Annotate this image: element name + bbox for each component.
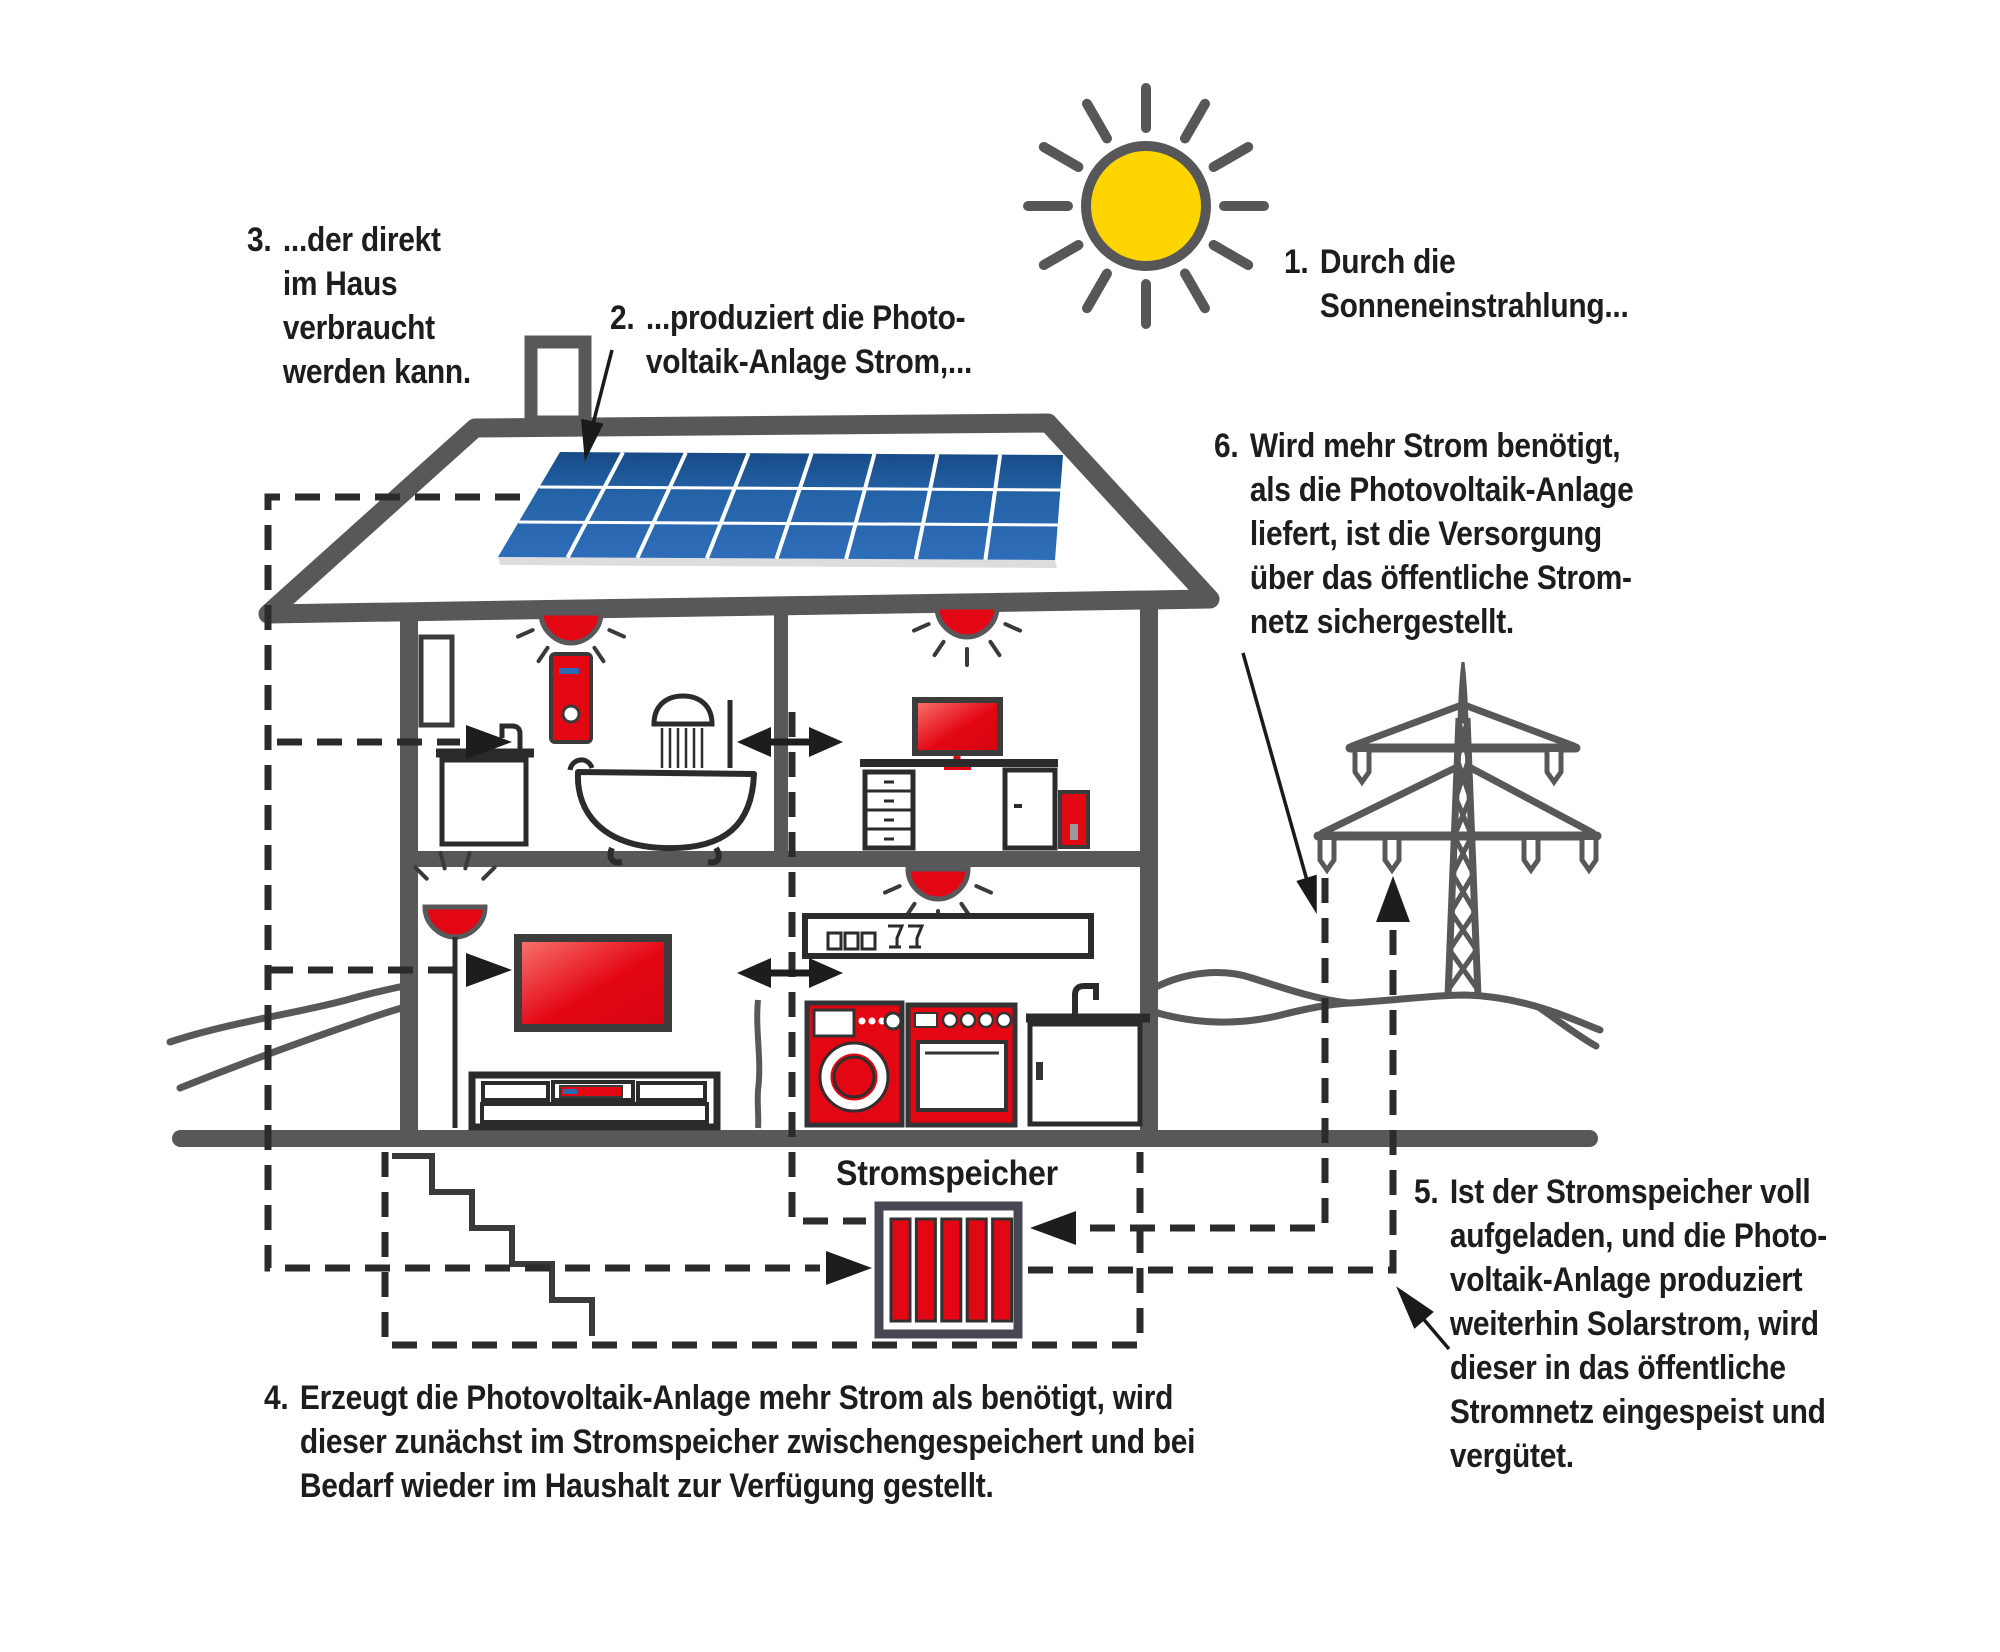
- kitchen: [802, 866, 1150, 1128]
- left-wall: [400, 612, 418, 1135]
- energy-flows: [264, 493, 1397, 1349]
- arrowhead-into-bathroom: [466, 725, 512, 759]
- flow-arrowheads: [466, 725, 1410, 1285]
- upper-middle-wall: [774, 606, 788, 854]
- solar-panel-array: [498, 451, 1063, 568]
- arrowhead-pv-to-battery: [826, 1251, 872, 1285]
- mirror-cabinet: [418, 634, 455, 728]
- glasses-icons: [826, 924, 925, 951]
- thin-floor-lamp: [754, 999, 763, 1129]
- monitor-icon: [912, 697, 1003, 770]
- step-number: 4.: [264, 1379, 289, 1417]
- hills-left: [166, 982, 409, 1092]
- battery-storage-label: Stromspeicher: [836, 1154, 1058, 1193]
- middle-floor: [402, 851, 1156, 867]
- flow-basement-loop: [381, 1152, 1144, 1349]
- step-text: Durch die Sonneneinstrahlung...: [1319, 243, 1629, 325]
- ground-line: [172, 1130, 1598, 1147]
- media-player-icon: [559, 1085, 623, 1098]
- arrowhead-grid-to-battery: [1030, 1211, 1076, 1245]
- step-number: 1.: [1284, 243, 1309, 281]
- flow-house-to-battery: [788, 712, 866, 1225]
- step-number: 6.: [1214, 427, 1239, 465]
- arrowhead-into-living: [466, 953, 512, 987]
- annotation-step5: 5. Ist der Stromspeicher voll aufgeladen…: [1414, 1170, 1827, 1478]
- pylon-arms: [1313, 702, 1602, 841]
- step-text: ...der direkt im Haus verbraucht werden …: [282, 221, 471, 391]
- faucet-icon: [1072, 983, 1099, 1016]
- arrowhead-to-grid: [1376, 876, 1410, 922]
- battery-storage-icon: [874, 1201, 1023, 1339]
- tv-icon: [514, 934, 672, 1032]
- exchange-arrow-upper: [737, 727, 843, 757]
- sink-icon: [436, 723, 534, 847]
- step-text: ...produziert die Photo- voltaik-Anlage …: [645, 299, 973, 381]
- shelf-icon: [802, 913, 1094, 959]
- ceiling-lamp-icon: [516, 610, 626, 673]
- kitchen-sink-icon: [1026, 983, 1150, 1127]
- flow-pv-to-house-riser: [264, 493, 820, 1272]
- living-room: [413, 850, 763, 1131]
- sun-icon: [1023, 83, 1269, 329]
- exchange-arrow-lower: [737, 958, 843, 988]
- bathroom: [418, 610, 757, 866]
- oven-icon: [905, 1002, 1018, 1128]
- step-text: Ist der Stromspeicher voll aufgeladen, u…: [1449, 1173, 1827, 1475]
- pylon-insulators: [1317, 752, 1599, 875]
- annotation-pointers: [581, 349, 1451, 1351]
- floor-lamp-icon: [413, 850, 497, 1128]
- step-number: 2.: [610, 299, 635, 337]
- annotation-step4: 4. Erzeugt die Photovoltaik-Anlage mehr …: [264, 1376, 1195, 1508]
- shower-icon: [651, 693, 733, 768]
- step-number: 5.: [1414, 1173, 1439, 1211]
- pylon-lattice: [1445, 721, 1481, 992]
- office-room: [860, 604, 1090, 851]
- pointer-step2: [590, 349, 614, 429]
- pylon-needle: [1457, 661, 1469, 724]
- flow-battery-to-grid: [1028, 928, 1397, 1274]
- desk-drawers-icon: [862, 769, 916, 851]
- chimney: [524, 335, 592, 429]
- water-heater-icon: [549, 652, 593, 744]
- annotation-step2: 2. ...produziert die Photo- voltaik-Anla…: [610, 296, 972, 384]
- heater-icon: [1058, 790, 1090, 849]
- ceiling-lamp-icon: [912, 604, 1022, 667]
- power-pylon-icon: [1313, 661, 1602, 997]
- tv-stand-icon: [468, 1071, 721, 1131]
- annotation-step6: 6. Wird mehr Strom benötigt, als die Pho…: [1214, 424, 1634, 644]
- step-number: 3.: [247, 221, 272, 259]
- annotation-step1: 1. Durch die Sonneneinstrahlung...: [1284, 240, 1629, 328]
- annotation-step3: 3. ...der direkt im Haus verbraucht werd…: [247, 218, 471, 394]
- bathtub-icon: [567, 757, 757, 866]
- step-text: Erzeugt die Photovoltaik-Anlage mehr Str…: [299, 1379, 1196, 1505]
- step-text: Wird mehr Strom benötigt, als die Photov…: [1249, 427, 1634, 641]
- washing-machine-icon: [804, 1000, 905, 1128]
- stairs-icon: [392, 1153, 595, 1336]
- cabinet-icon: [1002, 767, 1058, 851]
- hills-right: [1150, 969, 1604, 1050]
- pointer-step5: [1418, 1313, 1451, 1351]
- right-wall: [1140, 600, 1158, 1135]
- pointer-step6: [1241, 652, 1310, 885]
